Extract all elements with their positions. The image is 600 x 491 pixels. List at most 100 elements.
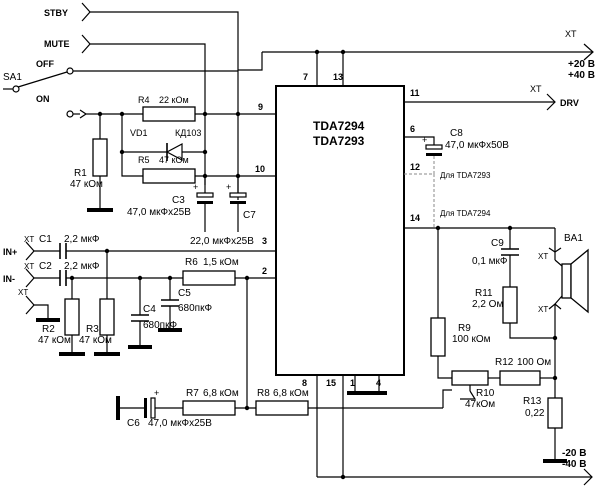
c5-ref: C5 (178, 288, 191, 299)
r1-resistor: R1 47 кОм (70, 111, 113, 212)
c9-capacitor: C9 0,1 мкФ (472, 228, 519, 287)
neg-supply-40: -40 В (562, 459, 586, 470)
in-plus-label: IN+ (3, 247, 17, 257)
xt-gnd: XT (18, 288, 28, 297)
c1-ref: C1 (39, 234, 52, 245)
ba1-ref: BA1 (564, 233, 583, 244)
pin-10: 10 (255, 164, 265, 174)
r12-val: 100 Ом (517, 357, 551, 368)
c8-ref: C8 (450, 128, 463, 139)
r13-resistor: R13 0,22 (523, 335, 567, 463)
in-minus-label: IN- (3, 274, 15, 284)
pin-12: 12 (410, 162, 420, 172)
r8-val: 6,8 кОм (273, 388, 309, 399)
positive-supply: XT +20 В +40 В (238, 29, 595, 86)
r1-val: 47 кОм (70, 179, 103, 190)
pos-supply-40: +40 В (568, 70, 595, 81)
c7-capacitor: + C7 22,0 мкФх25В (190, 176, 256, 247)
c3-plus: + (193, 182, 198, 192)
stby-input: STBY (44, 2, 239, 200)
xt-in-plus: XT (24, 235, 34, 244)
c2-val: 2,2 мкФ (64, 261, 100, 272)
c8-plus: + (422, 135, 427, 145)
drv-output: DRV XT (404, 84, 579, 111)
c6-capacitor: + C6 47,0 мкФх25В (116, 388, 212, 429)
c6-val: 47,0 мкФх25В (148, 418, 212, 429)
pin-9: 9 (258, 102, 263, 112)
c2-ref: C2 (39, 261, 52, 272)
xt-in-minus: XT (24, 262, 34, 271)
mute-input: MUTE (44, 34, 206, 185)
pin-7: 7 (303, 72, 308, 82)
mute-label: MUTE (44, 39, 70, 49)
vd1-val: КД103 (175, 128, 201, 138)
negative-supply: -20 В -40 В (316, 375, 593, 486)
c5-val: 680пкФ (178, 303, 212, 314)
r11-val: 2,2 Ом (472, 299, 503, 310)
output-node (404, 225, 555, 231)
sa1-on: ON (36, 94, 50, 104)
r9-resistor: R9 100 кОм (430, 228, 491, 379)
c4-val: 680пкФ (143, 320, 177, 331)
c8-capacitor: + C8 47,0 мкФх50В Для TDA7293 Для TDA729… (404, 128, 509, 228)
r4-ref: R4 (138, 95, 150, 105)
r11-resistor: R11 2,2 Ом (472, 286, 555, 339)
amplifier-chip: TDA7294 TDA7293 7 13 9 10 3 2 11 6 12 14… (255, 72, 420, 395)
c7-val: 22,0 мкФх25В (190, 236, 254, 247)
r9-val: 100 кОм (452, 334, 491, 345)
c8-val: 47,0 мкФх50В (445, 140, 509, 151)
r13-ref: R13 (523, 396, 542, 407)
r4-resistor: R4 22 кОм (100, 95, 276, 122)
chip-name-1: TDA7294 (313, 119, 365, 133)
r8-ref: R8 (257, 388, 270, 399)
switch-sa1: SA1 OFF ON (3, 59, 238, 119)
sa1-ref: SA1 (3, 72, 22, 83)
c9-ref: C9 (491, 238, 504, 249)
r3-resistor: R3 47 кОм (79, 251, 120, 356)
r5-resistor: R5 47 кОм (121, 152, 276, 184)
pin-13: 13 (333, 72, 343, 82)
neg-supply-20: -20 В (562, 448, 586, 459)
r11-ref: R11 (475, 288, 493, 299)
r13-val: 0,22 (525, 408, 545, 419)
r2-resistor: R2 47 кОм (38, 278, 85, 356)
r3-ref: R3 (86, 324, 99, 335)
r6-ref: R6 (185, 257, 198, 268)
c3-ref: C3 (172, 195, 185, 206)
pin-8: 8 (302, 378, 307, 388)
r2-ref: R2 (42, 324, 55, 335)
c7-plus: + (226, 182, 231, 192)
r6-val: 1,5 кОм (203, 257, 239, 268)
pin-14: 14 (410, 213, 420, 223)
r7-ref: R7 (186, 388, 199, 399)
ba1-speaker: BA1 XT XT (538, 228, 589, 338)
xt-spk-top: XT (538, 252, 548, 261)
pin-1: 1 (350, 378, 355, 388)
r2-val: 47 кОм (38, 335, 71, 346)
r10-val: 47кОм (465, 399, 495, 410)
pin-15: 15 (326, 378, 336, 388)
c6-plus: + (154, 388, 159, 398)
c3-val: 47,0 мкФх25В (127, 207, 191, 218)
drv-label: DRV (560, 98, 579, 108)
c1-val: 2,2 мкФ (64, 234, 100, 245)
xt-drv: XT (530, 84, 542, 94)
chip-name-2: TDA7293 (313, 134, 365, 148)
xt-spk-bottom: XT (538, 305, 548, 314)
pin-11: 11 (410, 88, 420, 98)
c4-ref: C4 (143, 304, 156, 315)
r7-val: 6,8 кОм (203, 388, 239, 399)
pin-2: 2 (262, 266, 267, 276)
note-tda7294: Для TDA7294 (440, 209, 491, 218)
r6-resistor: R6 1,5 кОм (182, 257, 276, 286)
in-plus-input: IN+ XT C1 2,2 мкФ (3, 234, 276, 261)
c5-capacitor: C5 680пкФ (158, 278, 212, 332)
r10-ref: R10 (476, 388, 495, 399)
c4-capacitor: C4 680пкФ (128, 278, 177, 349)
r7-resistor: R7 6,8 кОм (182, 278, 256, 416)
xt-pos: XT (565, 29, 577, 39)
note-tda7293: Для TDA7293 (440, 171, 491, 180)
r8-resistor: R8 6,8 кОм (255, 388, 452, 416)
r5-val: 47 кОм (159, 155, 189, 165)
c7-ref: C7 (243, 210, 256, 221)
